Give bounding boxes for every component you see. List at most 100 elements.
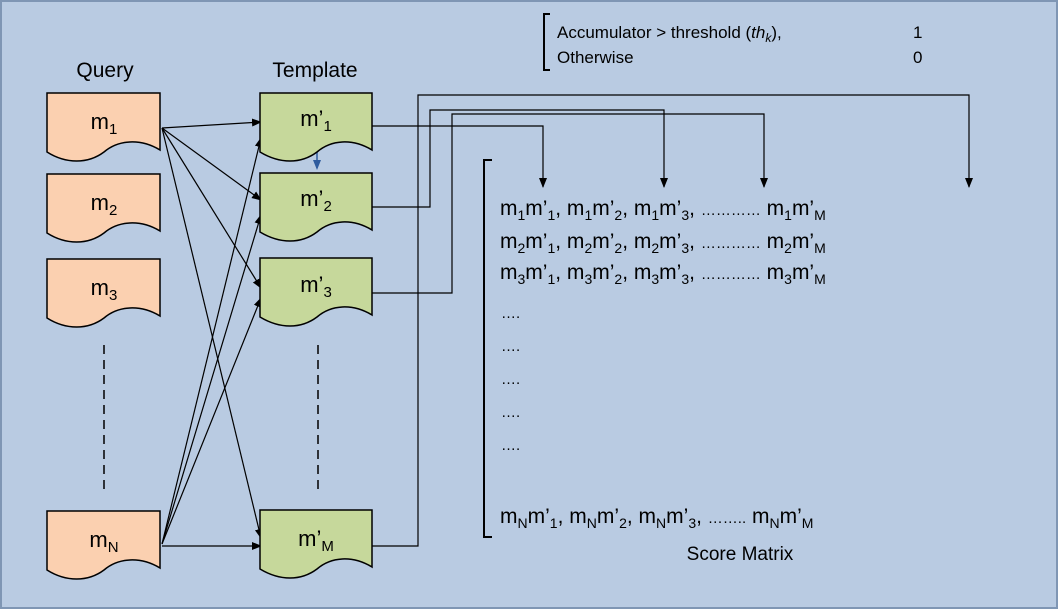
document-shape (46, 92, 161, 162)
score-matrix-caption: Score Matrix (687, 544, 794, 565)
threshold-false-value: 0 (913, 48, 922, 67)
matrix-text: , m (555, 230, 584, 253)
matrix-subscript: 1 (550, 515, 558, 531)
matrix-text: m’ (597, 505, 619, 528)
matrix-subscript: 3 (584, 271, 592, 287)
matrix-text: m’ (592, 230, 614, 253)
matrix-subscript: 1 (784, 207, 792, 223)
matrix-subscript: M (814, 271, 826, 287)
matrix-text: m’ (592, 261, 614, 284)
matrix-text: m’ (525, 197, 547, 220)
score-matrix-row: m2m’1, m2m’2, m2m’3, ………… m2m’M (500, 230, 826, 256)
matrix-text: , (689, 230, 701, 253)
matrix-subscript: 2 (614, 240, 622, 256)
document-shape (259, 257, 373, 327)
document-shape (259, 172, 373, 242)
matrix-subscript: 1 (547, 271, 555, 287)
query-node-label: m2 (91, 190, 118, 219)
matrix-dots: ………… (701, 266, 761, 283)
query-node-label: mN (89, 527, 118, 556)
matrix-subscript: M (814, 207, 826, 223)
matrix-text: m’ (659, 261, 681, 284)
query-node-m3: m3 (46, 258, 161, 328)
score-matrix-row: m3m’1, m3m’2, m3m’3, ………… m3m’M (500, 261, 826, 287)
template-node-label: m’2 (300, 186, 332, 215)
matrix-subscript: 2 (614, 271, 622, 287)
matrix-subscript: N (769, 515, 779, 531)
template-node-mMprime: m’M (259, 509, 373, 579)
query-node-label: m3 (91, 275, 118, 304)
template-matrix-edges (370, 94, 973, 547)
edge-m1-to-t2 (161, 127, 262, 201)
query-node-label: m1 (91, 109, 118, 138)
matrix-subscript: 2 (584, 240, 592, 256)
score-matrix-row: mNm’1, mNm’2, mNm’3, …….. mNm’M (500, 505, 813, 531)
matrix-text: m (761, 261, 784, 284)
query-node-m1: m1 (46, 92, 161, 162)
threshold-true-value: 1 (913, 23, 922, 42)
matrix-subscript: 1 (651, 207, 659, 223)
matrix-text: m (500, 261, 518, 284)
matrix-ellipsis-row: …. (501, 371, 520, 388)
document-shape (259, 509, 373, 579)
template-node-m2prime: m’2 (259, 172, 373, 242)
template-node-label: m’1 (300, 106, 332, 135)
matrix-text: m’ (528, 505, 550, 528)
template-node-m1prime: m’1 (259, 92, 373, 162)
matrix-text: m (500, 230, 518, 253)
edge-m1-to-t3 (161, 127, 262, 289)
matrix-subscript: 2 (619, 515, 627, 531)
edge-m1-to-tM (161, 127, 263, 539)
matrix-text: , (689, 197, 701, 220)
route-t2-to-col2 (370, 109, 668, 208)
edge-m1-to-t1 (161, 118, 262, 129)
matrix-dots: ………… (701, 235, 761, 252)
matrix-text: m (500, 197, 518, 220)
template-column-title: Template (272, 59, 357, 82)
matrix-dots: …….. (708, 510, 746, 527)
matrix-text: , m (622, 197, 651, 220)
matrix-text: m’ (666, 505, 688, 528)
threshold-bracket (543, 13, 550, 71)
query-column-title: Query (76, 59, 134, 82)
template-node-m3prime: m’3 (259, 257, 373, 327)
matrix-subscript: N (518, 515, 528, 531)
matrix-subscript: 2 (518, 240, 526, 256)
route-t3-to-col3 (370, 113, 768, 294)
matrix-text: m’ (780, 505, 802, 528)
matrix-text: m (761, 230, 784, 253)
matrix-text: m’ (525, 261, 547, 284)
edge-mN-to-t1 (161, 137, 263, 545)
matrix-text: , m (622, 230, 651, 253)
matrix-text: , (696, 505, 708, 528)
matrix-subscript: 1 (547, 240, 555, 256)
matrix-text: m’ (659, 197, 681, 220)
route-t1-to-col1 (370, 125, 547, 188)
matrix-dots: ………… (701, 202, 761, 219)
matrix-subscript: 3 (681, 271, 689, 287)
matrix-subscript: 3 (688, 515, 696, 531)
matrix-text: m (761, 197, 784, 220)
matrix-subscript: N (656, 515, 666, 531)
matrix-text: m’ (792, 230, 814, 253)
matrix-text: m (746, 505, 769, 528)
matrix-subscript: 3 (681, 207, 689, 223)
matrix-text: m’ (792, 261, 814, 284)
matrix-subscript: 3 (784, 271, 792, 287)
matrix-subscript: 2 (651, 240, 659, 256)
score-matrix-ellipsis: ….….….….…. (501, 305, 520, 454)
score-matrix: m1m’1, m1m’2, m1m’3, ………… m1m’M m2m’1, m… (483, 159, 826, 565)
matrix-text: , m (622, 261, 651, 284)
matrix-subscript: 2 (784, 240, 792, 256)
score-matrix-row: m1m’1, m1m’2, m1m’3, ………… m1m’M (500, 197, 826, 223)
matrix-subscript: 2 (614, 207, 622, 223)
threshold-rule: Accumulator > threshold (thk), 1 Otherwi… (543, 13, 922, 71)
matrix-ellipsis-row: …. (501, 437, 520, 454)
query-node-m2: m2 (46, 173, 161, 243)
matrix-text: , m (627, 505, 656, 528)
matrix-subscript: 3 (651, 271, 659, 287)
matrix-text: , m (555, 261, 584, 284)
template-node-label: m’3 (300, 272, 332, 301)
matrix-subscript: M (802, 515, 814, 531)
